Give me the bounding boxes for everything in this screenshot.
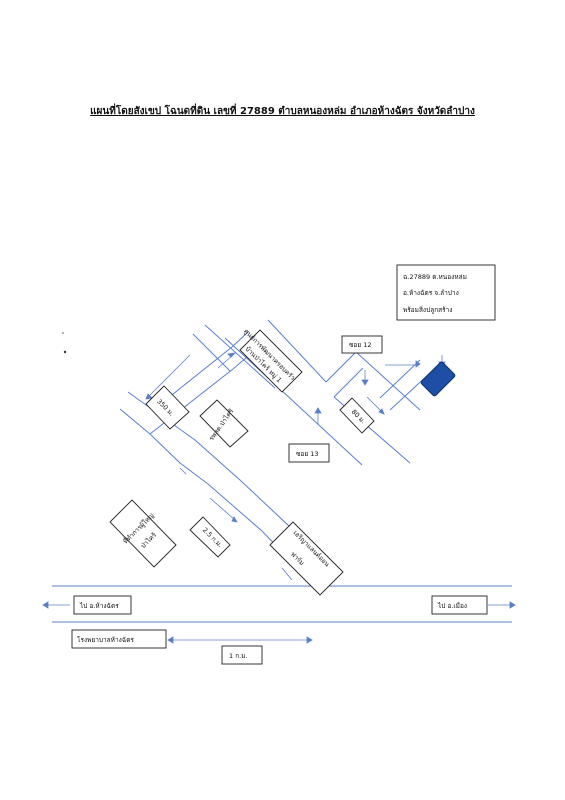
target-road — [224, 319, 431, 466]
to-mueang-box — [431, 595, 488, 615]
soi13-box — [288, 443, 330, 463]
school-box — [199, 399, 249, 448]
direction-arrows — [42, 352, 516, 644]
target-line1: ฉ.27889 ต.หนองหล่ม — [403, 273, 467, 281]
scan-mark — [62, 332, 64, 334]
target-line2: อ.ห้างฉัตร จ.ลำปาง — [403, 289, 459, 297]
target-info-box — [396, 264, 496, 321]
vil-office-box — [109, 499, 177, 568]
soi12-box — [341, 335, 383, 354]
distance-1km-box — [221, 645, 263, 665]
dev-center-box — [239, 329, 303, 393]
to-hangchat-label: ไป อ.ห้างฉัตร — [79, 602, 119, 610]
to-hangchat-box — [73, 595, 132, 615]
distance-1km-label: 1 ก.ม. — [229, 652, 248, 660]
highway — [52, 585, 512, 623]
soi13-label: ซอย 13 — [296, 450, 318, 458]
d350-box — [145, 385, 190, 430]
hospital-box — [71, 629, 167, 649]
d25-box — [189, 516, 231, 558]
target-parcel — [420, 361, 456, 397]
scan-mark — [63, 350, 67, 354]
map-title: แผนที่โดยสังเขป โฉนดที่ดิน เลขที่ 27889 … — [90, 106, 475, 117]
farm-box — [269, 521, 344, 596]
hospital-label: โรงพยาบาลห้างฉัตร — [77, 636, 134, 644]
soi12-label: ซอย 12 — [349, 341, 371, 349]
d80-box — [339, 397, 375, 434]
to-mueang-label: ไป อ.เมือง — [437, 602, 467, 610]
target-line3: พร้อมสิ่งปลูกสร้าง — [403, 305, 452, 314]
